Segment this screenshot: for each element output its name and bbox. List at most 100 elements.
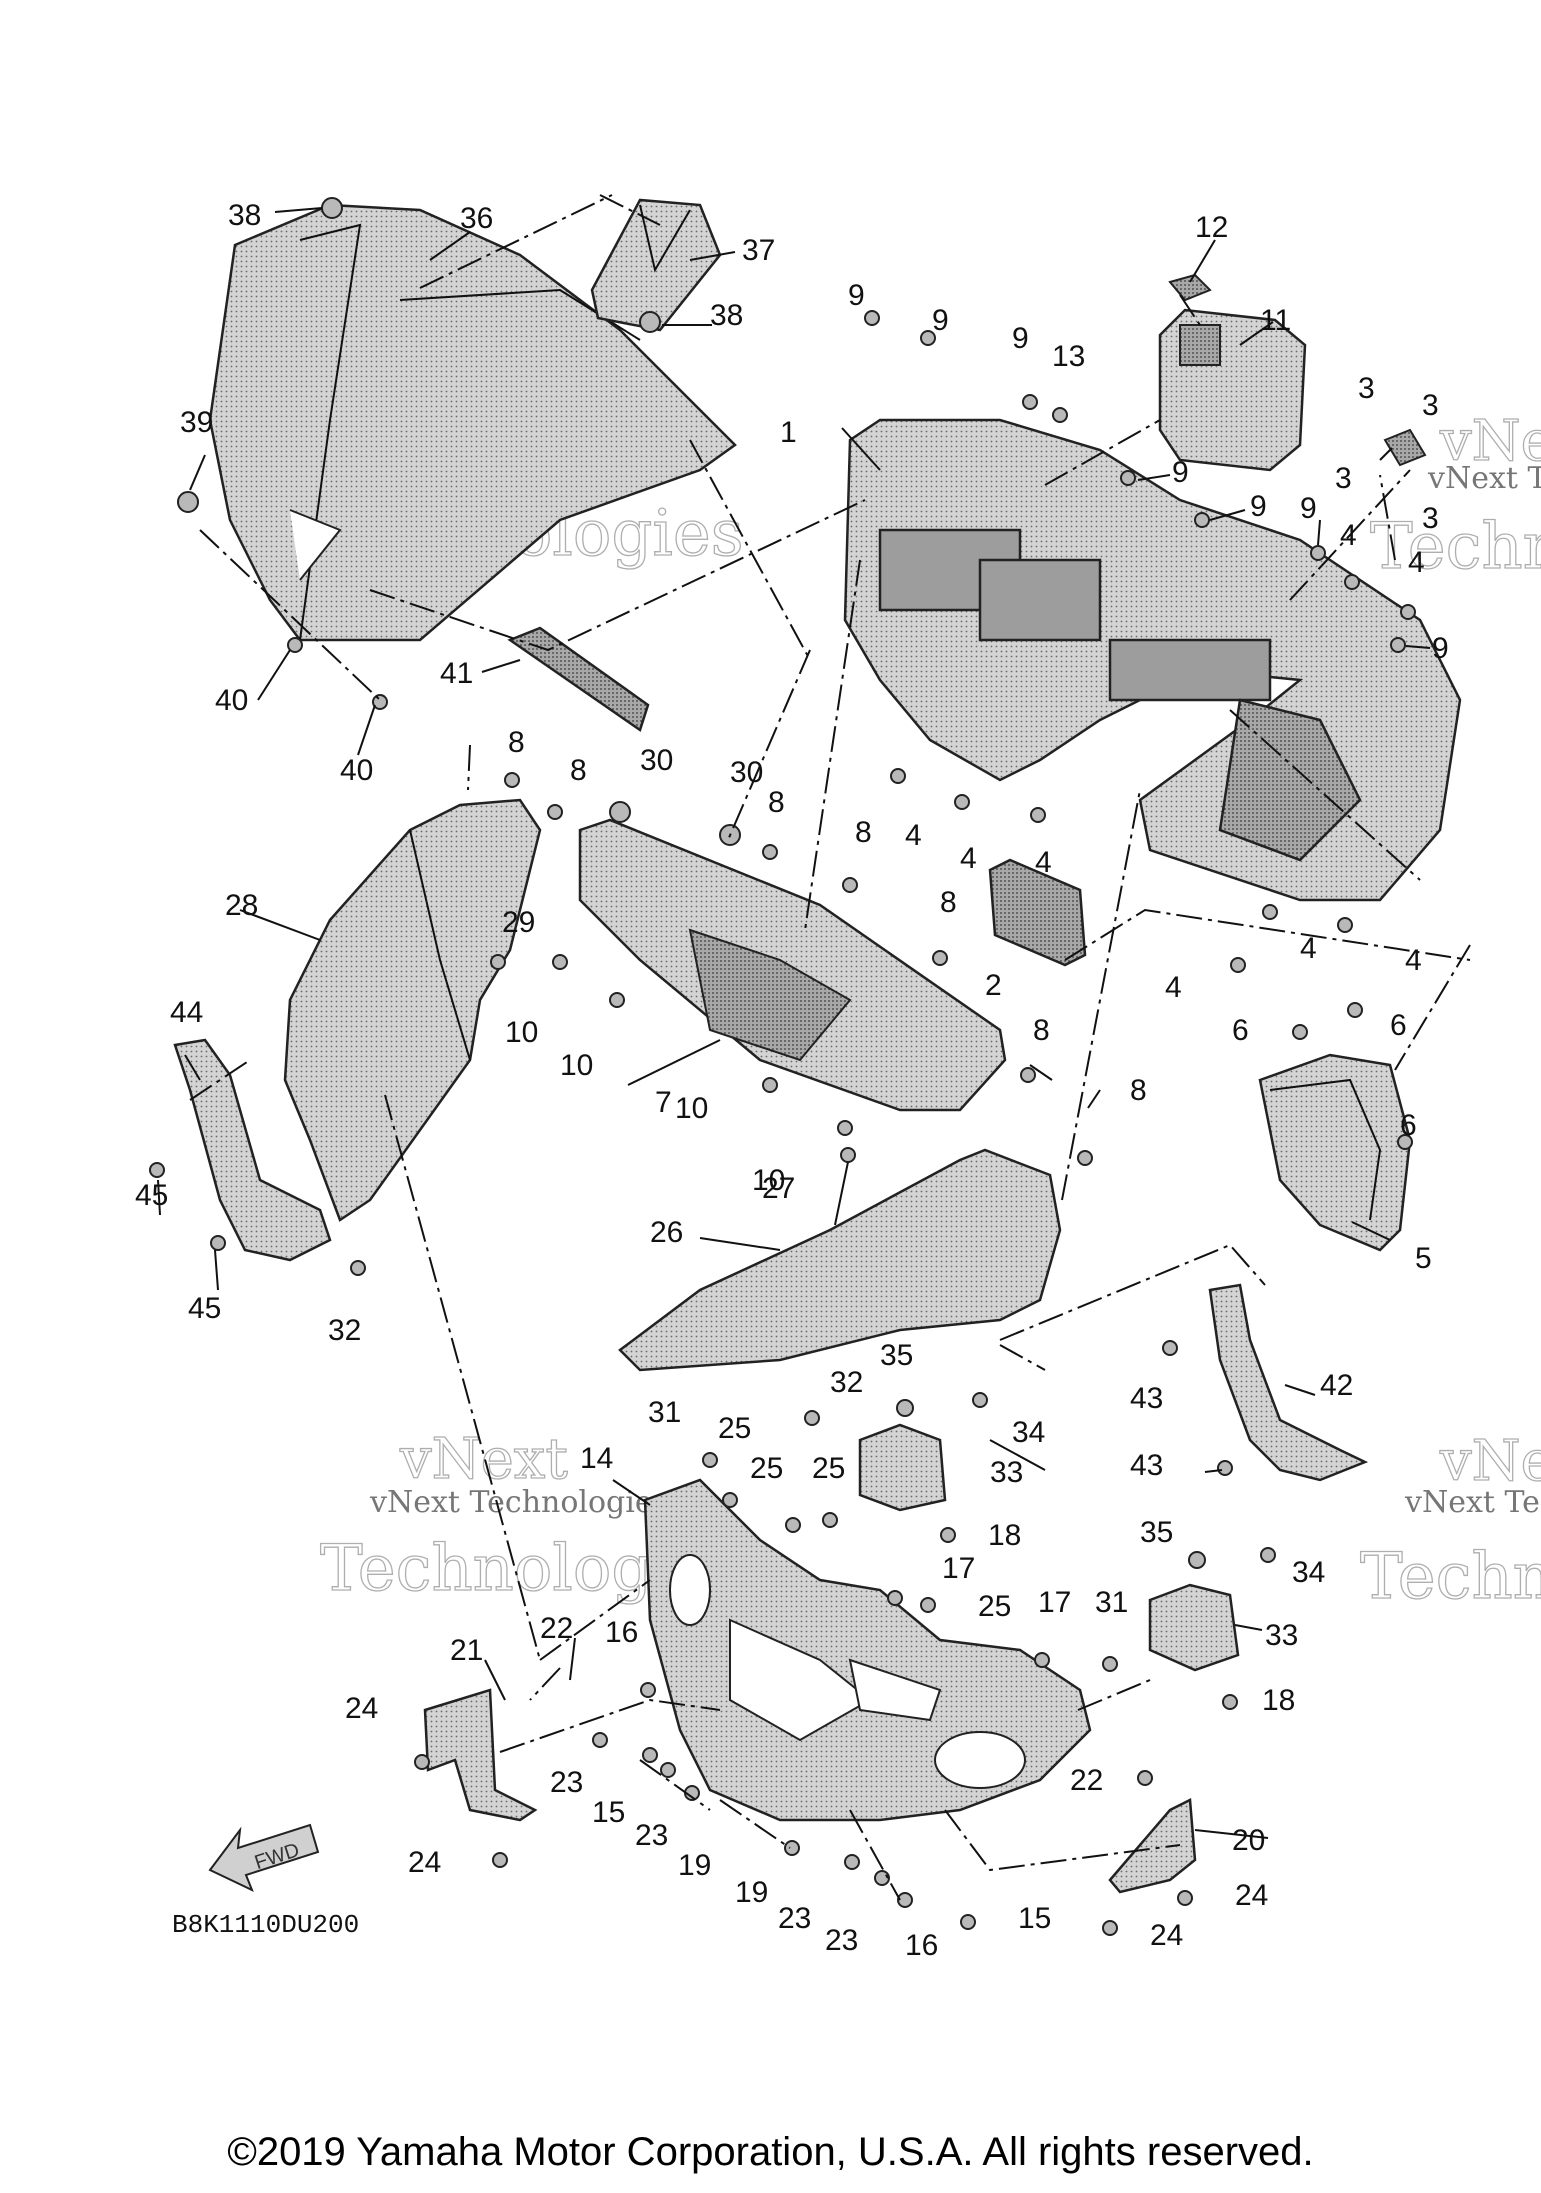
callout-10: 10 (560, 1049, 593, 1082)
callout-15: 15 (592, 1796, 625, 1829)
fastener-9c (1022, 394, 1038, 410)
callout-4: 4 (960, 842, 977, 875)
part-2-pad (988, 858, 1087, 967)
part-28-side-panel (283, 798, 542, 1222)
callout-10: 10 (675, 1092, 708, 1125)
callout-35: 35 (1140, 1516, 1173, 1549)
fastener-24d (1102, 1920, 1118, 1936)
fastener-31b (1102, 1656, 1118, 1672)
part-1-console (843, 418, 1462, 902)
callout-6: 6 (1232, 1014, 1249, 1047)
fastener-38b (639, 311, 661, 333)
fastener-6c (1397, 1134, 1413, 1150)
fastener-8e (932, 950, 948, 966)
callout-labels: 38 36 37 38 39 40 40 41 12 11 9 9 9 13 1… (135, 199, 1449, 1962)
fastener-18b (1222, 1694, 1238, 1710)
callout-18: 18 (1262, 1684, 1295, 1717)
callout-8: 8 (855, 816, 872, 849)
callout-1: 1 (780, 416, 797, 449)
callout-41: 41 (440, 657, 473, 690)
callout-6: 6 (1390, 1009, 1407, 1042)
callout-16: 16 (905, 1929, 938, 1962)
callout-30: 30 (640, 744, 673, 777)
callout-14: 14 (580, 1442, 613, 1475)
assembly-lines (189, 194, 1471, 1901)
callout-23: 23 (635, 1819, 668, 1852)
callout-4: 4 (1300, 932, 1317, 965)
fastener-32b (804, 1410, 820, 1426)
callout-3: 3 (1358, 372, 1375, 405)
fastener-23a (592, 1732, 608, 1748)
callout-24: 24 (408, 1846, 441, 1879)
fastener-34a (972, 1392, 988, 1408)
callout-19: 19 (678, 1849, 711, 1882)
watermark-company-2: vNext Technologies (369, 1485, 668, 1520)
fastener-32a (350, 1260, 366, 1276)
part-20-guard (1108, 1798, 1197, 1894)
fastener-27 (840, 1147, 856, 1163)
fastener-43a (1162, 1340, 1178, 1356)
callout-45: 45 (135, 1179, 168, 1212)
callout-42: 42 (1320, 1369, 1353, 1402)
callout-23: 23 (825, 1924, 858, 1957)
part-21-guard (423, 1688, 538, 1822)
part-26-floor-panel (618, 1148, 1062, 1372)
part-42-step (1208, 1283, 1369, 1482)
fastener-24b (492, 1852, 508, 1868)
callout-17: 17 (942, 1552, 975, 1585)
callout-25: 25 (718, 1412, 751, 1445)
fastener-31a (702, 1452, 718, 1468)
callout-22: 22 (540, 1612, 573, 1645)
callout-24: 24 (1235, 1879, 1268, 1912)
callout-7: 7 (655, 1086, 672, 1119)
fastener-22b (1137, 1770, 1153, 1786)
callout-8: 8 (570, 754, 587, 787)
watermark-vnext-3: vNext (1439, 409, 1541, 474)
callout-4: 4 (1405, 944, 1422, 977)
callout-39: 39 (180, 406, 213, 439)
fastener-17b (1034, 1652, 1050, 1668)
callout-25: 25 (812, 1452, 845, 1485)
callout-4: 4 (1340, 519, 1357, 552)
fastener-45a (149, 1162, 165, 1178)
fastener-34b (1260, 1547, 1276, 1563)
callout-45: 45 (188, 1292, 221, 1325)
part-33-bracket-upper (858, 1423, 947, 1512)
callout-10: 10 (752, 1164, 785, 1197)
callout-37: 37 (742, 234, 775, 267)
callout-11: 11 (1260, 304, 1291, 337)
callout-13: 13 (1052, 340, 1085, 373)
callout-9: 9 (1432, 632, 1449, 665)
fastener-29 (490, 954, 506, 970)
fastener-38a (321, 197, 343, 219)
callout-8: 8 (768, 786, 785, 819)
fastener-9d (1120, 470, 1136, 486)
part-12-clip (1168, 273, 1212, 302)
fastener-25c (822, 1512, 838, 1528)
callout-40: 40 (215, 684, 248, 717)
fastener-10b (609, 992, 625, 1008)
callout-43: 43 (1130, 1382, 1163, 1415)
fastener-8b (547, 804, 563, 820)
fastener-8a (504, 772, 520, 788)
callout-8: 8 (940, 886, 957, 919)
callout-23: 23 (550, 1766, 583, 1799)
callout-32: 32 (328, 1314, 361, 1347)
fastener-4a (1344, 574, 1360, 590)
fastener-15b (960, 1914, 976, 1930)
callout-2: 2 (985, 969, 1002, 1002)
fastener-25d (920, 1597, 936, 1613)
callout-8: 8 (1130, 1074, 1147, 1107)
part-11-bracket (1158, 308, 1307, 472)
part-5-right-cover (1258, 1053, 1412, 1252)
copyright-notice: ©2019 Yamaha Motor Corporation, U.S.A. A… (227, 2130, 1314, 2174)
callout-9: 9 (1172, 456, 1189, 489)
callout-9: 9 (1250, 490, 1267, 523)
callout-6: 6 (1400, 1109, 1417, 1142)
fastener-30a (609, 801, 631, 823)
callout-34: 34 (1292, 1556, 1325, 1589)
callout-35: 35 (880, 1339, 913, 1372)
callout-22: 22 (1070, 1764, 1103, 1797)
fastener-10d (837, 1120, 853, 1136)
